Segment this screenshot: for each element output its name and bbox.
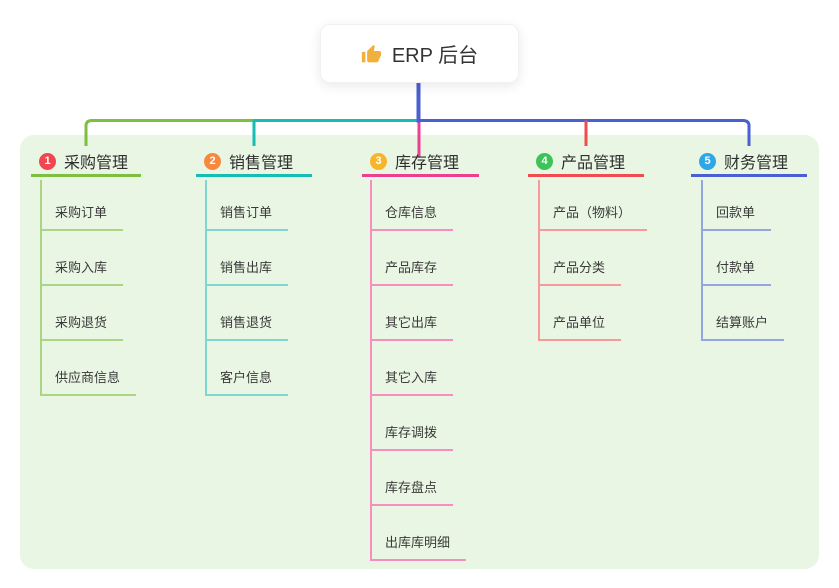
branch-node-label: 采购管理 xyxy=(64,155,129,172)
child-connector-line-sales xyxy=(205,180,207,396)
child-node[interactable]: 结算账户 xyxy=(701,313,785,341)
child-node[interactable]: 其它入库 xyxy=(370,368,454,396)
branch-number-badge: 1 xyxy=(39,152,56,170)
child-node[interactable]: 库存盘点 xyxy=(370,478,454,506)
child-node[interactable]: 产品单位 xyxy=(538,313,622,341)
branch-number-badge: 5 xyxy=(699,152,716,170)
child-node[interactable]: 客户信息 xyxy=(205,368,289,396)
branch-number-badge: 3 xyxy=(370,152,387,170)
child-node[interactable]: 销售退货 xyxy=(205,313,289,341)
child-node[interactable]: 销售订单 xyxy=(205,203,289,231)
child-node[interactable]: 其它出库 xyxy=(370,313,454,341)
child-node[interactable]: 采购退货 xyxy=(40,313,124,341)
branch-node-finance[interactable]: 5 财务管理 xyxy=(691,148,807,177)
child-node[interactable]: 供应商信息 xyxy=(40,368,137,396)
connector-branch-sales xyxy=(252,119,418,146)
branch-number-badge: 4 xyxy=(536,152,553,170)
child-connector-line-product xyxy=(538,180,540,341)
branch-node-label: 库存管理 xyxy=(395,155,460,172)
mindmap-background-panel xyxy=(20,135,819,569)
branch-node-product[interactable]: 4 产品管理 xyxy=(528,148,644,177)
child-connector-line-inventory xyxy=(370,180,372,561)
child-connector-line-purchase xyxy=(40,180,42,396)
branch-node-sales[interactable]: 2 销售管理 xyxy=(196,148,312,177)
child-node[interactable]: 采购订单 xyxy=(40,203,124,231)
branch-number-badge: 2 xyxy=(204,152,221,170)
child-node[interactable]: 产品库存 xyxy=(370,258,454,286)
child-node[interactable]: 库存调拨 xyxy=(370,423,454,451)
branch-node-purchase[interactable]: 1 采购管理 xyxy=(31,148,141,177)
child-node[interactable]: 产品分类 xyxy=(538,258,622,286)
child-node[interactable]: 采购入库 xyxy=(40,258,124,286)
child-node[interactable]: 销售出库 xyxy=(205,258,289,286)
branch-node-label: 财务管理 xyxy=(724,155,789,172)
child-node[interactable]: 付款单 xyxy=(701,258,772,286)
connector-branch-purchase xyxy=(84,119,254,146)
connector-branch-finance xyxy=(418,119,751,146)
branch-node-inventory[interactable]: 3 库存管理 xyxy=(362,148,479,177)
root-node[interactable]: ERP 后台 xyxy=(320,24,519,83)
thumbs-up-icon xyxy=(361,44,381,63)
child-node[interactable]: 产品（物料） xyxy=(538,203,648,231)
branch-node-label: 产品管理 xyxy=(561,155,626,172)
child-node[interactable]: 仓库信息 xyxy=(370,203,454,231)
root-node-label: ERP 后台 xyxy=(391,45,479,67)
child-connector-line-finance xyxy=(701,180,703,341)
child-node[interactable]: 回款单 xyxy=(701,203,772,231)
child-node[interactable]: 出库库明细 xyxy=(370,533,467,561)
branch-node-label: 销售管理 xyxy=(229,155,294,172)
